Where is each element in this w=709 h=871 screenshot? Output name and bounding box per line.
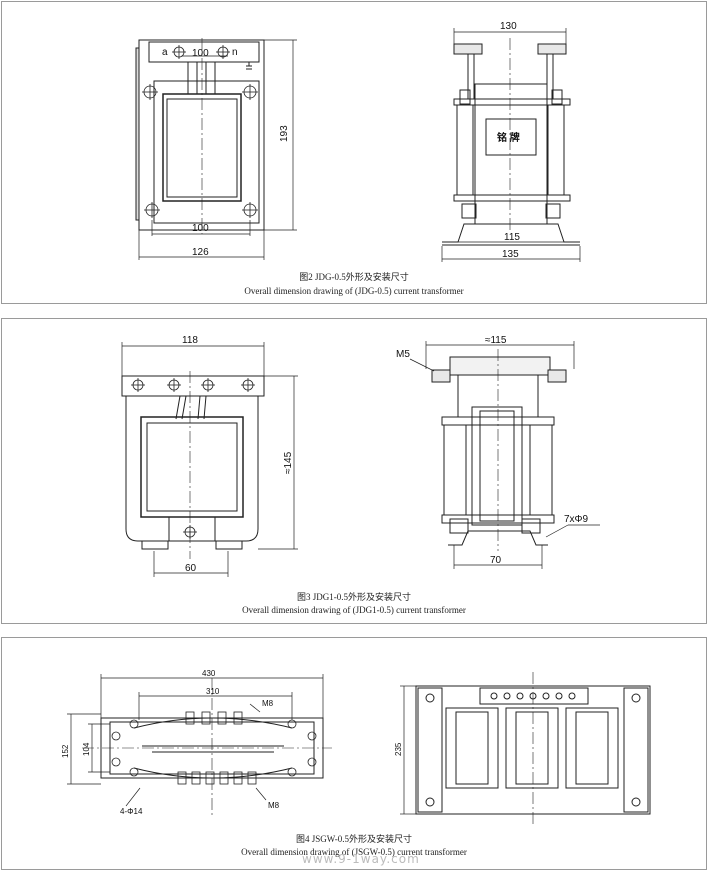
fig2-side-dim-inner: 115 <box>504 232 520 243</box>
fig2-front-view <box>135 38 265 234</box>
fig2-dim-top: 100 <box>192 48 209 59</box>
fig4-side-dim-height: 235 <box>394 742 403 756</box>
fig3-holes: 7xΦ9 <box>564 514 589 525</box>
fig4-dim-height-inner: 104 <box>82 742 91 756</box>
fig4-thread-bottom: M8 <box>268 801 280 810</box>
fig3-dim-height: ≈145 <box>283 451 294 474</box>
fig2-side-dim-outer: 135 <box>502 249 519 260</box>
fig2-terminal-n: n <box>232 47 238 58</box>
fig4-caption-cn: 图4 JSGW-0.5外形及安装尺寸 <box>295 834 412 844</box>
fig3-side-view <box>431 349 567 551</box>
fig2-caption-cn: 图2 JDG-0.5外形及安装尺寸 <box>299 272 409 282</box>
fig3-side-dim-bottom: 70 <box>490 555 502 566</box>
fig2-nameplate: 铭 牌 <box>497 131 520 144</box>
fig2-side-dim-top: 130 <box>500 21 517 32</box>
fig2-front-bolts <box>142 45 258 218</box>
fig4-caption-en: Overall dimension drawing of (JSGW-0.5) … <box>241 847 467 857</box>
fig4-dim-overall: 430 <box>202 669 216 678</box>
figure-4-panel: 430 310 M8 M8 152 104 4-Φ14 235 图4 JSGW-… <box>1 637 707 870</box>
fig2-dim-height: 193 <box>279 125 290 142</box>
figure-2-drawing: a n 100 100 126 193 130 铭 牌 115 135 <box>135 21 581 262</box>
fig4-side-view <box>415 672 651 824</box>
fig4-dim-height-outer: 152 <box>61 744 70 758</box>
fig4-dim-terminals: 310 <box>206 687 220 696</box>
fig3-side-dim-top: ≈115 <box>485 335 507 346</box>
fig3-side-dims <box>409 341 600 569</box>
figure-2-panel: a n 100 100 126 193 130 铭 牌 115 135 图2 J… <box>1 1 707 304</box>
figure-3-drawing: 118 ≈145 60 M5 ≈115 7xΦ9 70 <box>121 335 600 577</box>
fig3-front-view <box>121 371 265 559</box>
fig4-holes: 4-Φ14 <box>120 807 143 816</box>
watermark: www.9-1way.com <box>302 852 420 866</box>
fig2-front-dims <box>138 39 297 260</box>
fig2-dim-bottom-outer: 126 <box>192 247 209 258</box>
fig3-dim-top: 118 <box>182 335 198 346</box>
fig2-dim-bottom-inner: 100 <box>192 223 209 234</box>
fig4-front-dims <box>67 674 324 807</box>
fig4-side-dims <box>400 685 416 815</box>
fig3-thread: M5 <box>396 349 410 360</box>
fig4-front-view <box>82 678 332 818</box>
fig2-caption-en: Overall dimension drawing of (JDG-0.5) c… <box>244 286 464 296</box>
fig4-front-terminals <box>111 711 317 785</box>
fig3-caption-cn: 图3 JDG1-0.5外形及安装尺寸 <box>297 592 411 602</box>
figure-4-drawing: 430 310 M8 M8 152 104 4-Φ14 235 <box>61 669 651 824</box>
fig3-front-dims <box>121 342 298 577</box>
fig4-thread-top: M8 <box>262 699 274 708</box>
fig3-front-bolts <box>131 378 255 539</box>
figure-3-panel: 118 ≈145 60 M5 ≈115 7xΦ9 70 图3 JDG1-0.5外… <box>1 318 707 624</box>
fig3-caption-en: Overall dimension drawing of (JDG1-0.5) … <box>242 605 466 615</box>
fig3-dim-bottom: 60 <box>185 563 197 574</box>
fig2-terminal-a: a <box>162 47 168 58</box>
fig2-side-dims <box>441 28 581 262</box>
